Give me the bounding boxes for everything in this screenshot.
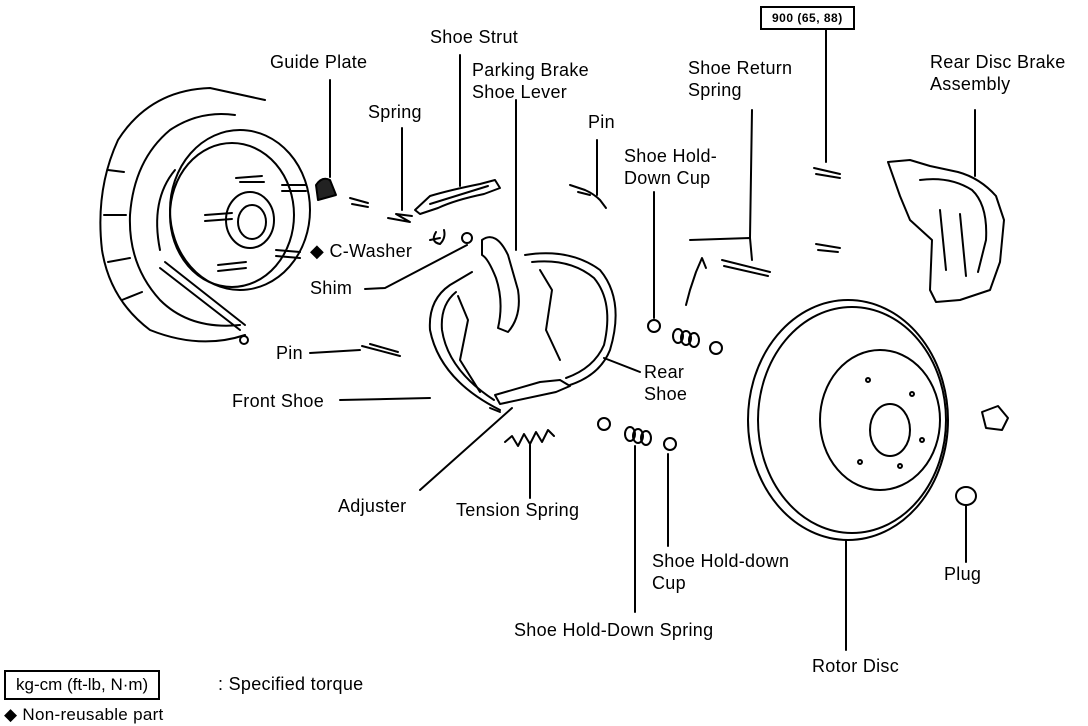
front-shoe <box>428 271 501 413</box>
shoe-return-spring <box>685 109 771 306</box>
plug-part <box>955 486 977 563</box>
label-c-washer: ◆ C-Washer <box>310 241 412 262</box>
pin-left-leader <box>309 349 361 354</box>
label-tension-spring: Tension Spring <box>456 500 580 520</box>
label-hold-down-spring: Shoe Hold-Down Spring <box>514 620 714 640</box>
label-rotor-disc: Rotor Disc <box>812 656 900 676</box>
label-pin-left: Pin <box>276 343 303 363</box>
label-front-shoe: Front Shoe <box>232 391 325 411</box>
shim-leader <box>364 244 468 290</box>
legend-non-reusable: ◆ Non-reusable part <box>4 704 164 725</box>
label-shoe-strut: Shoe Strut <box>430 27 519 47</box>
label-rear-shoe-1: Rear <box>644 362 685 382</box>
pin-top-part <box>569 139 607 209</box>
c-washer-part <box>432 229 446 245</box>
pin-left-part <box>361 343 401 357</box>
label-c-washer-text: C-Washer <box>329 241 413 261</box>
rotor-disc <box>747 299 949 651</box>
rear-shoe-leader <box>603 357 641 373</box>
label-parking-brake-2: Shoe Lever <box>472 82 568 102</box>
label-guide-plate: Guide Plate <box>270 52 368 72</box>
shoe-strut <box>414 54 501 215</box>
adjuster-part <box>419 379 571 491</box>
label-shoe-return-2: Spring <box>688 80 742 100</box>
legend-diamond-icon: ◆ <box>4 705 18 724</box>
parking-brake-shoe-lever <box>481 99 520 333</box>
label-hold-down-cup-bottom-2: Cup <box>652 573 686 593</box>
axle-hub <box>156 129 311 345</box>
guide-plate <box>315 79 337 201</box>
hold-down-cup-bottom <box>597 417 677 613</box>
torque-bolt <box>813 29 841 253</box>
legend-non-reusable-text: Non-reusable part <box>22 705 164 724</box>
label-shoe-return-1: Shoe Return <box>688 58 793 78</box>
spring-part <box>387 129 413 223</box>
label-hold-down-cup-bottom-1: Shoe Hold-down <box>652 551 790 571</box>
front-shoe-leader <box>339 397 431 401</box>
label-rear-disc-brake-1: Rear Disc Brake <box>930 52 1066 72</box>
non-reusable-diamond: ◆ <box>310 241 325 261</box>
rear-disc-brake-assembly <box>887 109 1005 303</box>
label-spring: Spring <box>368 102 422 122</box>
label-hold-down-cup-top-1: Shoe Hold- <box>624 146 718 166</box>
hold-down-cup-top <box>647 191 661 333</box>
bolt-part <box>349 197 369 208</box>
label-rear-shoe-2: Shoe <box>644 384 688 404</box>
label-rear-disc-brake-2: Assembly <box>930 74 1011 94</box>
tension-spring-part <box>504 429 555 499</box>
legend-torque-text: : Specified torque <box>218 674 364 694</box>
c-washer-leader <box>429 237 441 241</box>
nut-part <box>981 405 1009 431</box>
legend-torque-box: kg-cm (ft-lb, N·m) <box>4 670 161 700</box>
rear-shoe <box>524 252 617 386</box>
label-hold-down-cup-top-2: Down Cup <box>624 168 711 188</box>
label-adjuster: Adjuster <box>338 496 407 516</box>
torque-spec-box: 900 (65, 88) <box>760 6 855 30</box>
shim-part <box>461 232 473 244</box>
label-plug: Plug <box>944 564 982 584</box>
label-pin-top: Pin <box>588 112 615 132</box>
backing-plate <box>99 87 266 343</box>
label-shim: Shim <box>310 278 353 298</box>
label-parking-brake-1: Parking Brake <box>472 60 589 80</box>
hold-down-spring-top <box>672 328 723 355</box>
